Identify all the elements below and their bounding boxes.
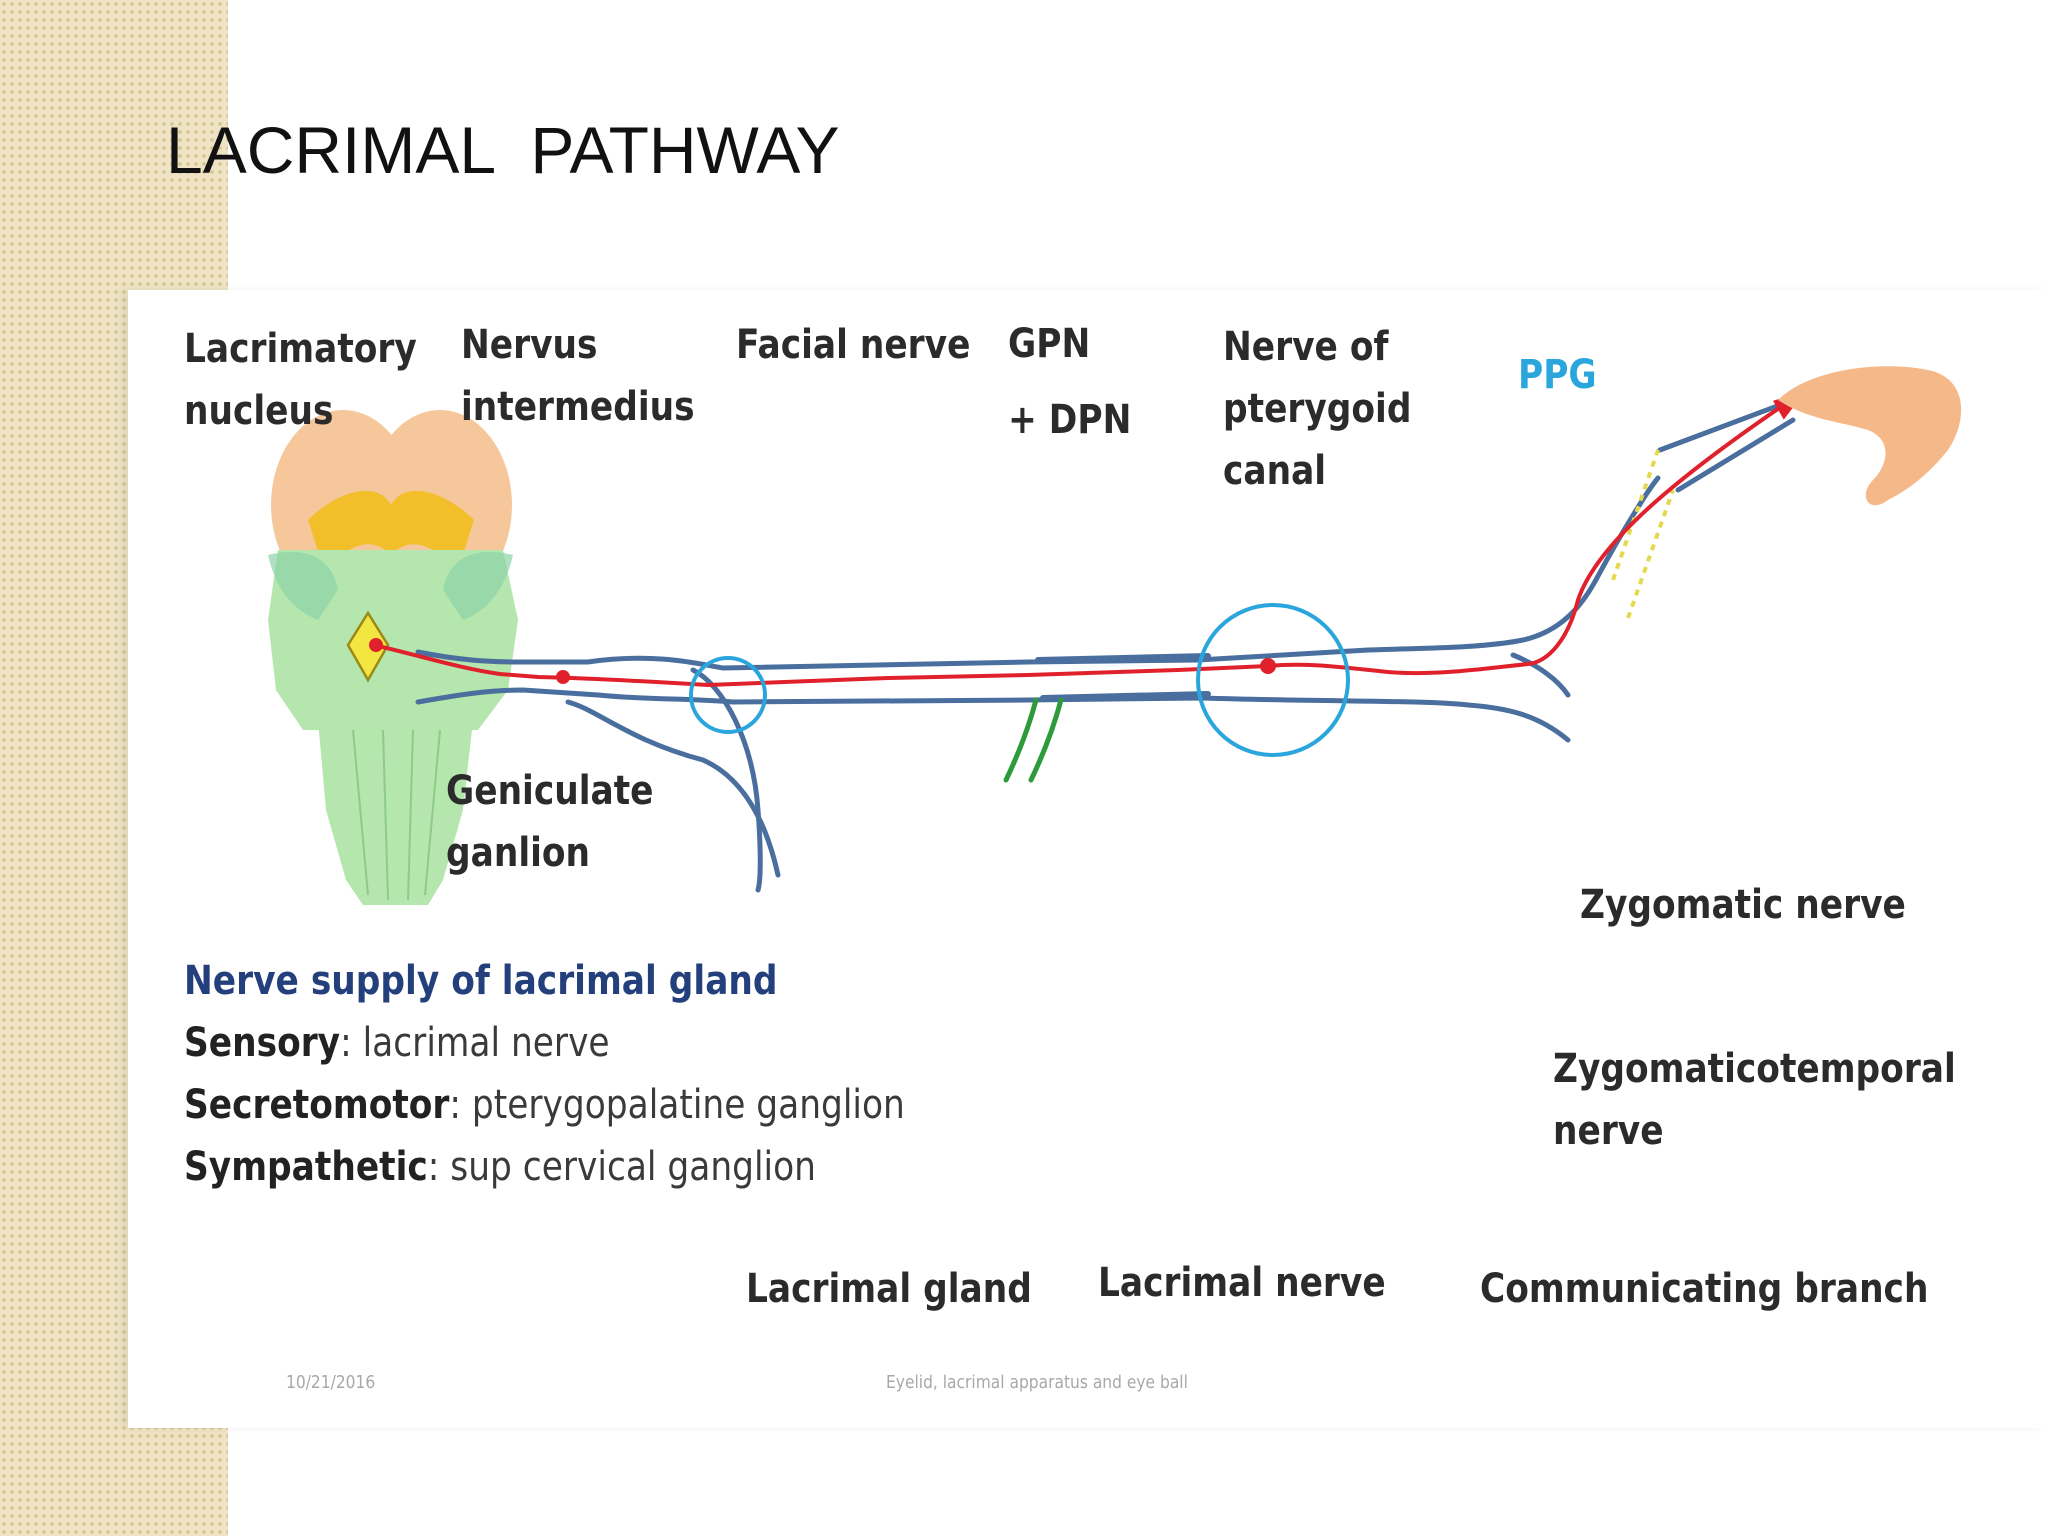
cord-groove-3 — [407, 729, 414, 901]
label-lacrimal-gland: Lacrimal gland — [746, 1266, 1032, 1312]
label-nervus-intermedius: Nervus intermedius — [461, 322, 695, 430]
label-geniculate-ganglion: Geniculate ganlion — [446, 768, 654, 876]
label-facial-nerve: Facial nerve — [736, 322, 971, 368]
nerve-supply-sensory: Sensory: lacrimal nerve — [184, 1020, 610, 1066]
red-secretomotor-fibre — [372, 400, 1790, 688]
label-nerve-of-pterygoid-canal: Nerve of pterygoid canal — [1223, 324, 1412, 494]
ppg-synapse-dot — [1260, 658, 1276, 674]
label-zygomatic-nerve: Zygomatic nerve — [1580, 882, 1906, 928]
nerve-supply-sympathetic: Sympathetic: sup cervical ganglion — [184, 1144, 816, 1190]
secretomotor-term: Secretomotor — [184, 1082, 450, 1128]
geniculate-branch-inner — [690, 667, 763, 893]
lacrimal-gland-shape — [1778, 366, 1962, 506]
brainstem-illustration — [268, 410, 518, 905]
geniculate-branch-outer — [565, 699, 781, 878]
footer-date: 10/21/2016 — [286, 1372, 376, 1393]
geniculate-synapse-dot — [556, 670, 570, 684]
cord-groove-4 — [424, 729, 441, 896]
footer-caption: Eyelid, lacrimal apparatus and eye ball — [886, 1372, 1188, 1393]
gpn-dpn-stubs — [1003, 697, 1064, 783]
upper-nerve-trunk — [415, 475, 1661, 671]
gpn-stub — [1003, 697, 1039, 783]
label-ppg: PPG — [1518, 352, 1597, 398]
sympathetic-term: Sympathetic — [184, 1144, 428, 1190]
cord-groove-2 — [382, 729, 389, 901]
lacrimal-gland-branch-lower — [1675, 417, 1796, 493]
midbrain — [308, 490, 474, 570]
cerebellar-peduncle-left — [268, 551, 338, 620]
sympathetic-desc: : sup cervical ganglion — [427, 1144, 816, 1190]
pterygopalatine-ganglion-circle — [1196, 603, 1350, 757]
sensory-term: Sensory — [184, 1020, 341, 1066]
label-lacrimal-nerve: Lacrimal nerve — [1098, 1260, 1386, 1306]
pathway-diagram — [268, 366, 1962, 905]
cerebellar-peduncle-right — [443, 551, 513, 620]
pterygoid-canal-lower — [1040, 691, 1211, 701]
nerve-trunks — [415, 399, 1796, 893]
secretomotor-desc: : pterygopalatine ganglion — [449, 1082, 905, 1128]
geniculate-ganglion-circle — [689, 656, 767, 734]
sensory-desc: : lacrimal nerve — [340, 1020, 610, 1066]
slide-title: LACRIMAL PATHWAY — [166, 113, 840, 187]
sympathetic-fibre-right — [1626, 489, 1675, 619]
pterygoid-canal-upper — [1035, 653, 1211, 663]
lower-nerve-trunk — [415, 687, 1571, 743]
sympathetic-fibres — [1611, 449, 1675, 619]
dpn-stub — [1028, 697, 1064, 783]
label-zygomaticotemporal-nerve: Zygomaticotemporal nerve — [1553, 1046, 1956, 1154]
nerve-supply-heading: Nerve supply of lacrimal gland — [184, 958, 778, 1004]
label-gpn-dpn: GPN + DPN — [1008, 321, 1132, 443]
lacrimal-gland-branch-upper — [1657, 399, 1791, 453]
label-lacrimatory-nucleus: Lacrimatory nucleus — [184, 326, 417, 434]
nerve-supply-secretomotor: Secretomotor: pterygopalatine ganglion — [184, 1082, 905, 1128]
cord-groove-1 — [352, 729, 369, 896]
nucleus-origin-dot — [369, 638, 383, 652]
zygomaticotemporal-fork — [1510, 652, 1571, 698]
lacrimatory-nucleus-marker — [346, 610, 390, 683]
label-communicating-branch: Communicating branch — [1480, 1266, 1929, 1312]
pathway-figure: Lacrimatory nucleus Nervus intermedius F… — [128, 290, 2048, 1428]
